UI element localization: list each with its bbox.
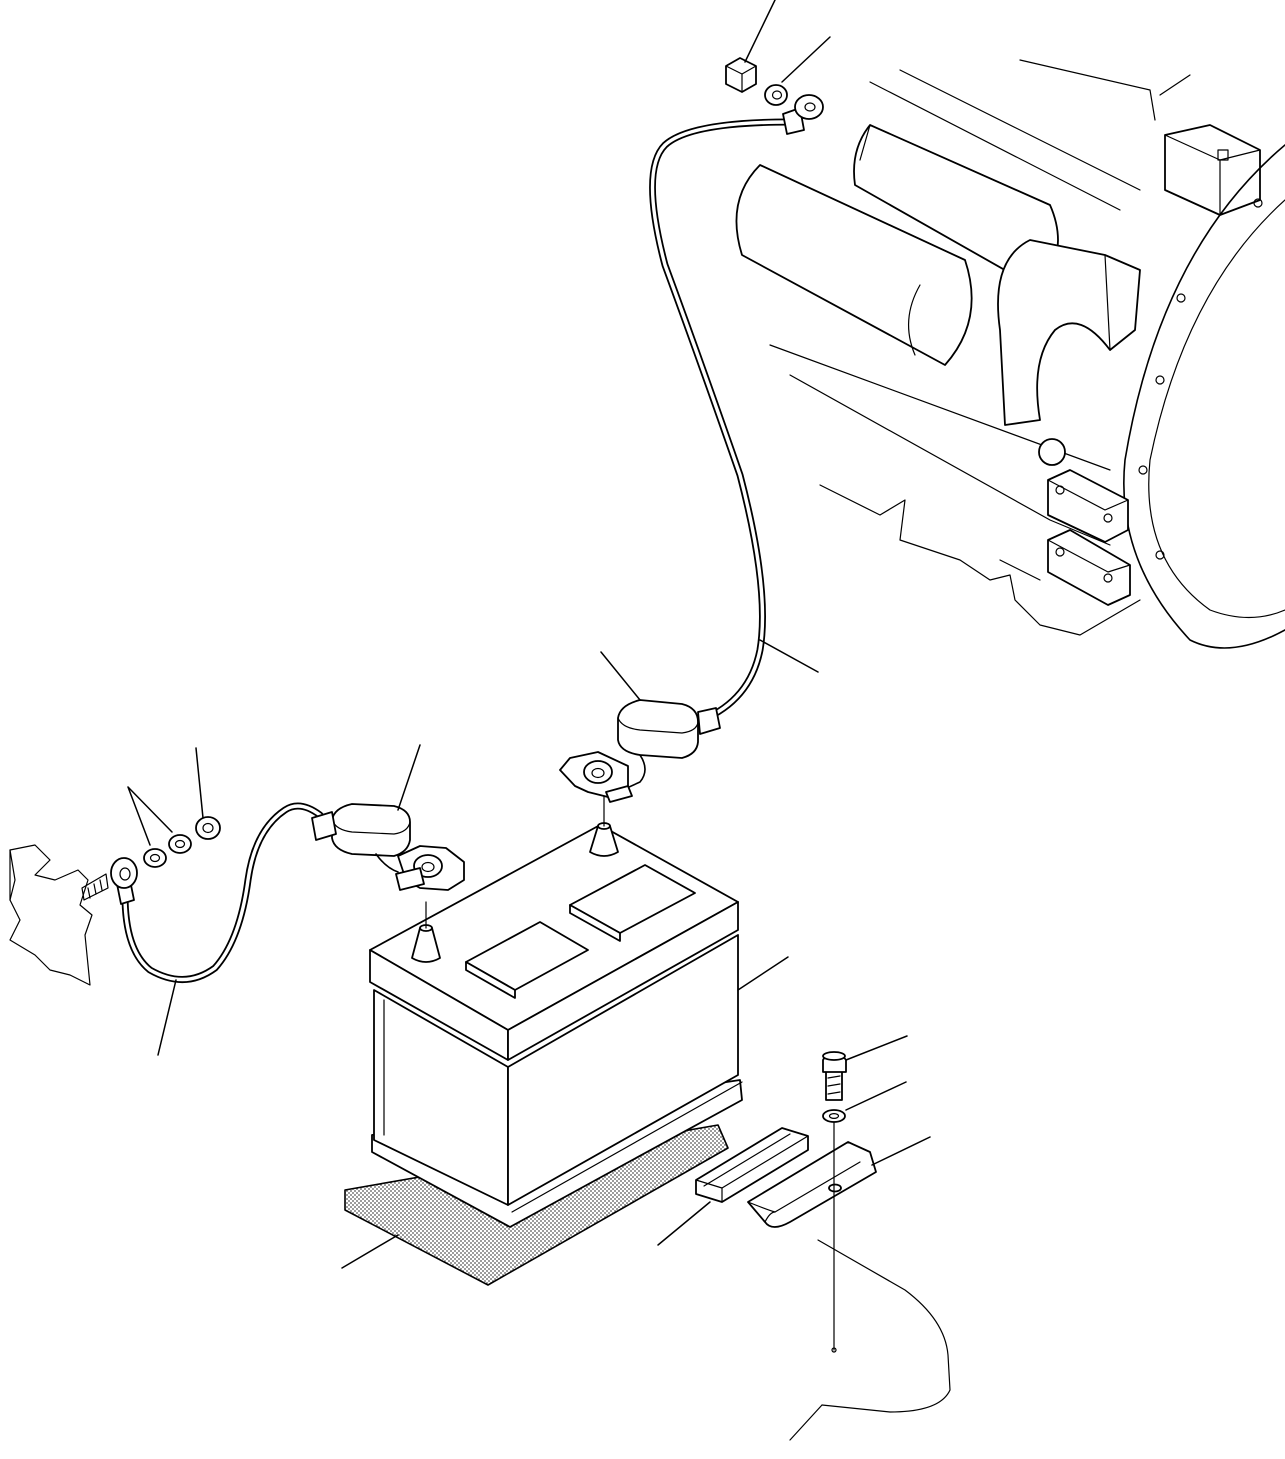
terminal-cover bbox=[312, 804, 410, 856]
engine-block bbox=[770, 60, 1190, 635]
terminal-washer bbox=[144, 835, 191, 867]
terminal-washer bbox=[765, 85, 787, 105]
battery-tray bbox=[790, 1240, 950, 1440]
terminal-nut bbox=[726, 58, 756, 92]
starter-motor bbox=[736, 125, 1058, 365]
positive-cable bbox=[653, 95, 824, 720]
positive-clamp bbox=[560, 752, 645, 802]
terminal-nut bbox=[196, 817, 220, 839]
negative-clamp bbox=[376, 846, 464, 890]
clamp-pad bbox=[696, 1128, 808, 1202]
terminal-cover bbox=[618, 700, 720, 758]
callout-leaders bbox=[128, 0, 930, 1268]
battery bbox=[370, 823, 742, 1227]
flywheel-housing bbox=[998, 125, 1285, 648]
battery-clamp bbox=[748, 1142, 876, 1227]
mount-hole bbox=[832, 1348, 836, 1352]
frame-section bbox=[10, 845, 92, 985]
clamp-washer bbox=[823, 1110, 845, 1122]
negative-cable bbox=[117, 806, 320, 980]
ground-terminal bbox=[111, 858, 137, 888]
clamp-bolt bbox=[823, 1052, 846, 1100]
